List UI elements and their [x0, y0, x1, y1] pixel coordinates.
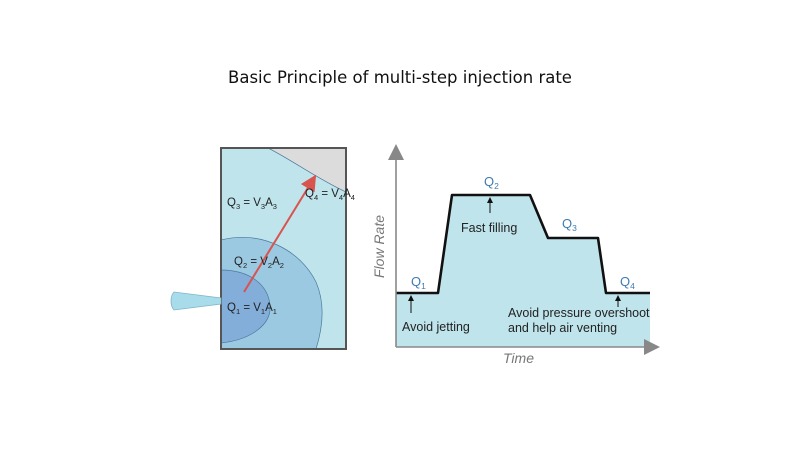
diagram-title: Basic Principle of multi-step injection …: [228, 68, 572, 87]
y-axis-label: Flow Rate: [371, 215, 387, 278]
note-fast-filling: Fast filling: [461, 221, 517, 235]
mold-outline: [220, 147, 347, 350]
label-q3-equation: Q3 = V3A3: [227, 197, 277, 211]
stage-q4-label: Q4: [620, 274, 635, 291]
pointer-arrow-q4: [615, 295, 621, 307]
note-avoid-jetting: Avoid jetting: [402, 320, 470, 334]
x-axis-label: Time: [503, 350, 534, 366]
pointer-arrow-q2: [487, 197, 493, 213]
stage-q3-label: Q3: [562, 216, 577, 233]
flow-profile-line: [396, 193, 650, 295]
pointer-arrow-q1: [408, 295, 414, 313]
note-avoid-overshoot-line2: and help air venting: [508, 321, 617, 335]
flow-direction-arrow: [243, 174, 317, 293]
flow-profile-fill: [396, 195, 650, 347]
stage-q2-label: Q2: [484, 174, 499, 191]
region-q1: [221, 269, 271, 344]
stage-q1-label: Q1: [411, 274, 426, 291]
label-q2-equation: Q2 = V2A2: [234, 256, 284, 270]
label-q1-equation: Q1 = V1A1: [227, 302, 277, 316]
flow-rate-graph: Flow Rate Time Q1 Q2 Q3 Q4 Avoid jetting…: [371, 144, 660, 366]
injection-nozzle: [170, 291, 222, 311]
label-q4-equation: Q4 = V4A4: [305, 188, 355, 202]
mold-cavity: [221, 148, 346, 349]
note-avoid-overshoot-line1: Avoid pressure overshoot: [508, 306, 650, 320]
